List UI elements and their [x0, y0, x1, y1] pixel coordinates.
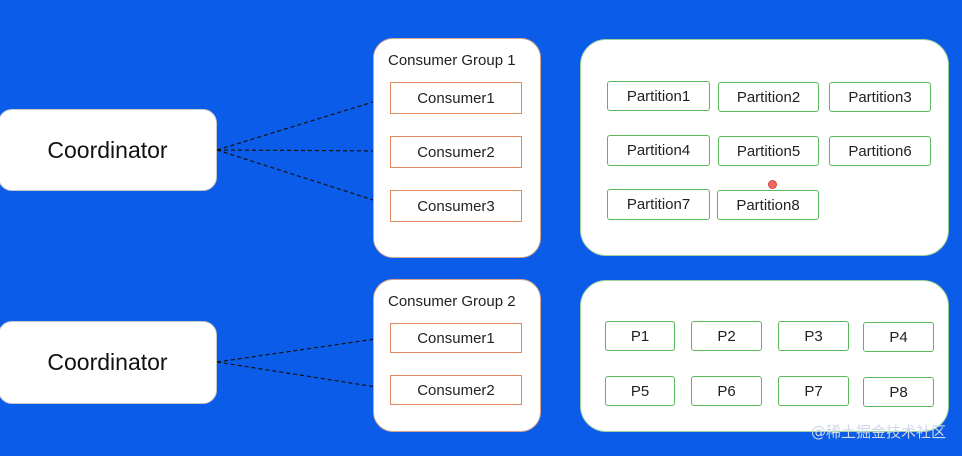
consumer-label: Consumer2: [417, 143, 495, 161]
cursor-dot: [768, 180, 777, 189]
arrow-coordinator1-consumer3: [216, 149, 391, 208]
partition-label: Partition2: [736, 88, 801, 106]
consumer-group-1[interactable]: Consumer Group 1 Consumer1 Consumer2 Con…: [373, 38, 541, 258]
partition-label: Partition3: [848, 88, 912, 106]
consumer-2[interactable]: Consumer2: [390, 136, 522, 168]
partition-label: Partition7: [626, 196, 691, 213]
consumer-3[interactable]: Consumer3: [390, 190, 522, 222]
consumer-label: Consumer1: [417, 329, 495, 347]
partition-label: Partition4: [626, 142, 691, 159]
partition-p4[interactable]: P4: [863, 322, 934, 352]
partition-label: Partition5: [736, 142, 801, 160]
partition-label: P5: [630, 382, 650, 400]
partition-label: P7: [804, 382, 823, 400]
arrow-coordinator1-consumer1: [216, 94, 391, 151]
coordinator-1[interactable]: Coordinator: [0, 109, 217, 191]
partition-2[interactable]: Partition2: [718, 82, 819, 112]
partition-1[interactable]: Partition1: [607, 81, 710, 111]
consumer-group-2[interactable]: Consumer Group 2 Consumer1 Consumer2: [373, 279, 541, 432]
partition-label: Partition6: [848, 142, 912, 160]
coordinator-label: Coordinator: [47, 349, 168, 375]
consumer-2[interactable]: Consumer2: [390, 375, 522, 405]
consumer-1[interactable]: Consumer1: [390, 323, 522, 353]
partition-label: P1: [630, 327, 650, 345]
partition-p8[interactable]: P8: [863, 377, 934, 407]
consumer-label: Consumer2: [417, 381, 495, 399]
consumer-label: Consumer3: [417, 197, 495, 215]
partition-p3[interactable]: P3: [778, 321, 849, 351]
group-title: Consumer Group 1: [388, 52, 516, 69]
partition-set-1: Partition1 Partition2 Partition3 Partiti…: [580, 39, 949, 256]
partition-6[interactable]: Partition6: [829, 136, 931, 166]
partition-p7[interactable]: P7: [778, 376, 849, 406]
partition-p1[interactable]: P1: [605, 321, 675, 351]
partition-5[interactable]: Partition5: [718, 136, 819, 166]
consumer-1[interactable]: Consumer1: [390, 82, 522, 114]
partition-label: Partition1: [626, 87, 691, 105]
partition-set-2: P1 P2 P3 P4 P5 P6 P7 P8: [580, 280, 949, 432]
partition-label: Partition8: [736, 196, 800, 214]
partition-p2[interactable]: P2: [691, 321, 762, 351]
partition-3[interactable]: Partition3: [829, 82, 931, 112]
group-title: Consumer Group 2: [388, 293, 516, 310]
coordinator-label: Coordinator: [47, 136, 168, 163]
partition-label: P4: [889, 328, 908, 346]
arrow-coordinator1-consumer2: [216, 146, 391, 156]
partition-4[interactable]: Partition4: [607, 135, 710, 166]
partition-label: P2: [717, 327, 736, 345]
arrow-coordinator2-consumer1: [216, 333, 391, 363]
arrow-coordinator2-consumer2: [216, 361, 391, 393]
partition-label: P6: [717, 382, 736, 400]
partition-8[interactable]: Partition8: [717, 190, 819, 220]
coordinator-2[interactable]: Coordinator: [0, 321, 217, 404]
partition-p6[interactable]: P6: [691, 376, 762, 406]
partition-label: P8: [889, 383, 908, 401]
partition-label: P3: [804, 327, 823, 345]
partition-p5[interactable]: P5: [605, 376, 675, 406]
watermark: @稀土掘金技术社区: [810, 423, 946, 441]
consumer-label: Consumer1: [417, 89, 495, 107]
partition-7[interactable]: Partition7: [607, 189, 710, 220]
